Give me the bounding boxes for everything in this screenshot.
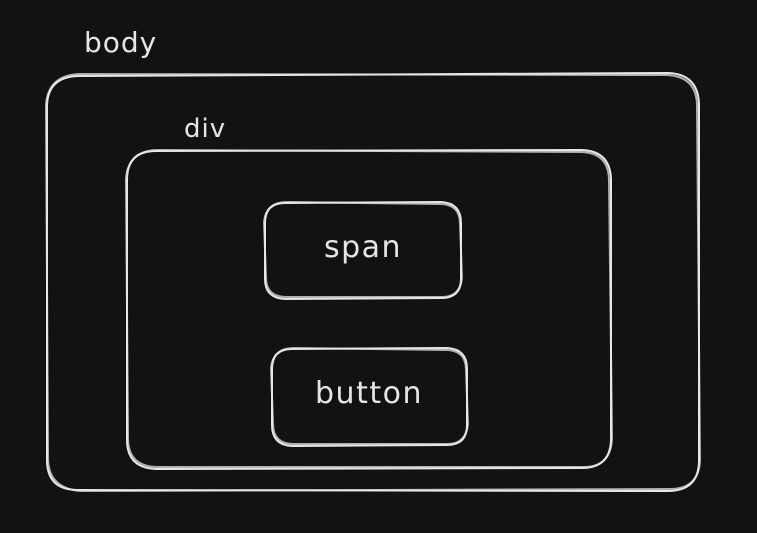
div-box [125, 149, 613, 470]
button-label: button [315, 376, 423, 411]
button-box [270, 347, 469, 447]
span-label: span [323, 230, 403, 265]
body-label: body [84, 26, 158, 59]
span-box [263, 201, 463, 300]
body-box [45, 72, 701, 492]
div-label: div [184, 114, 227, 144]
